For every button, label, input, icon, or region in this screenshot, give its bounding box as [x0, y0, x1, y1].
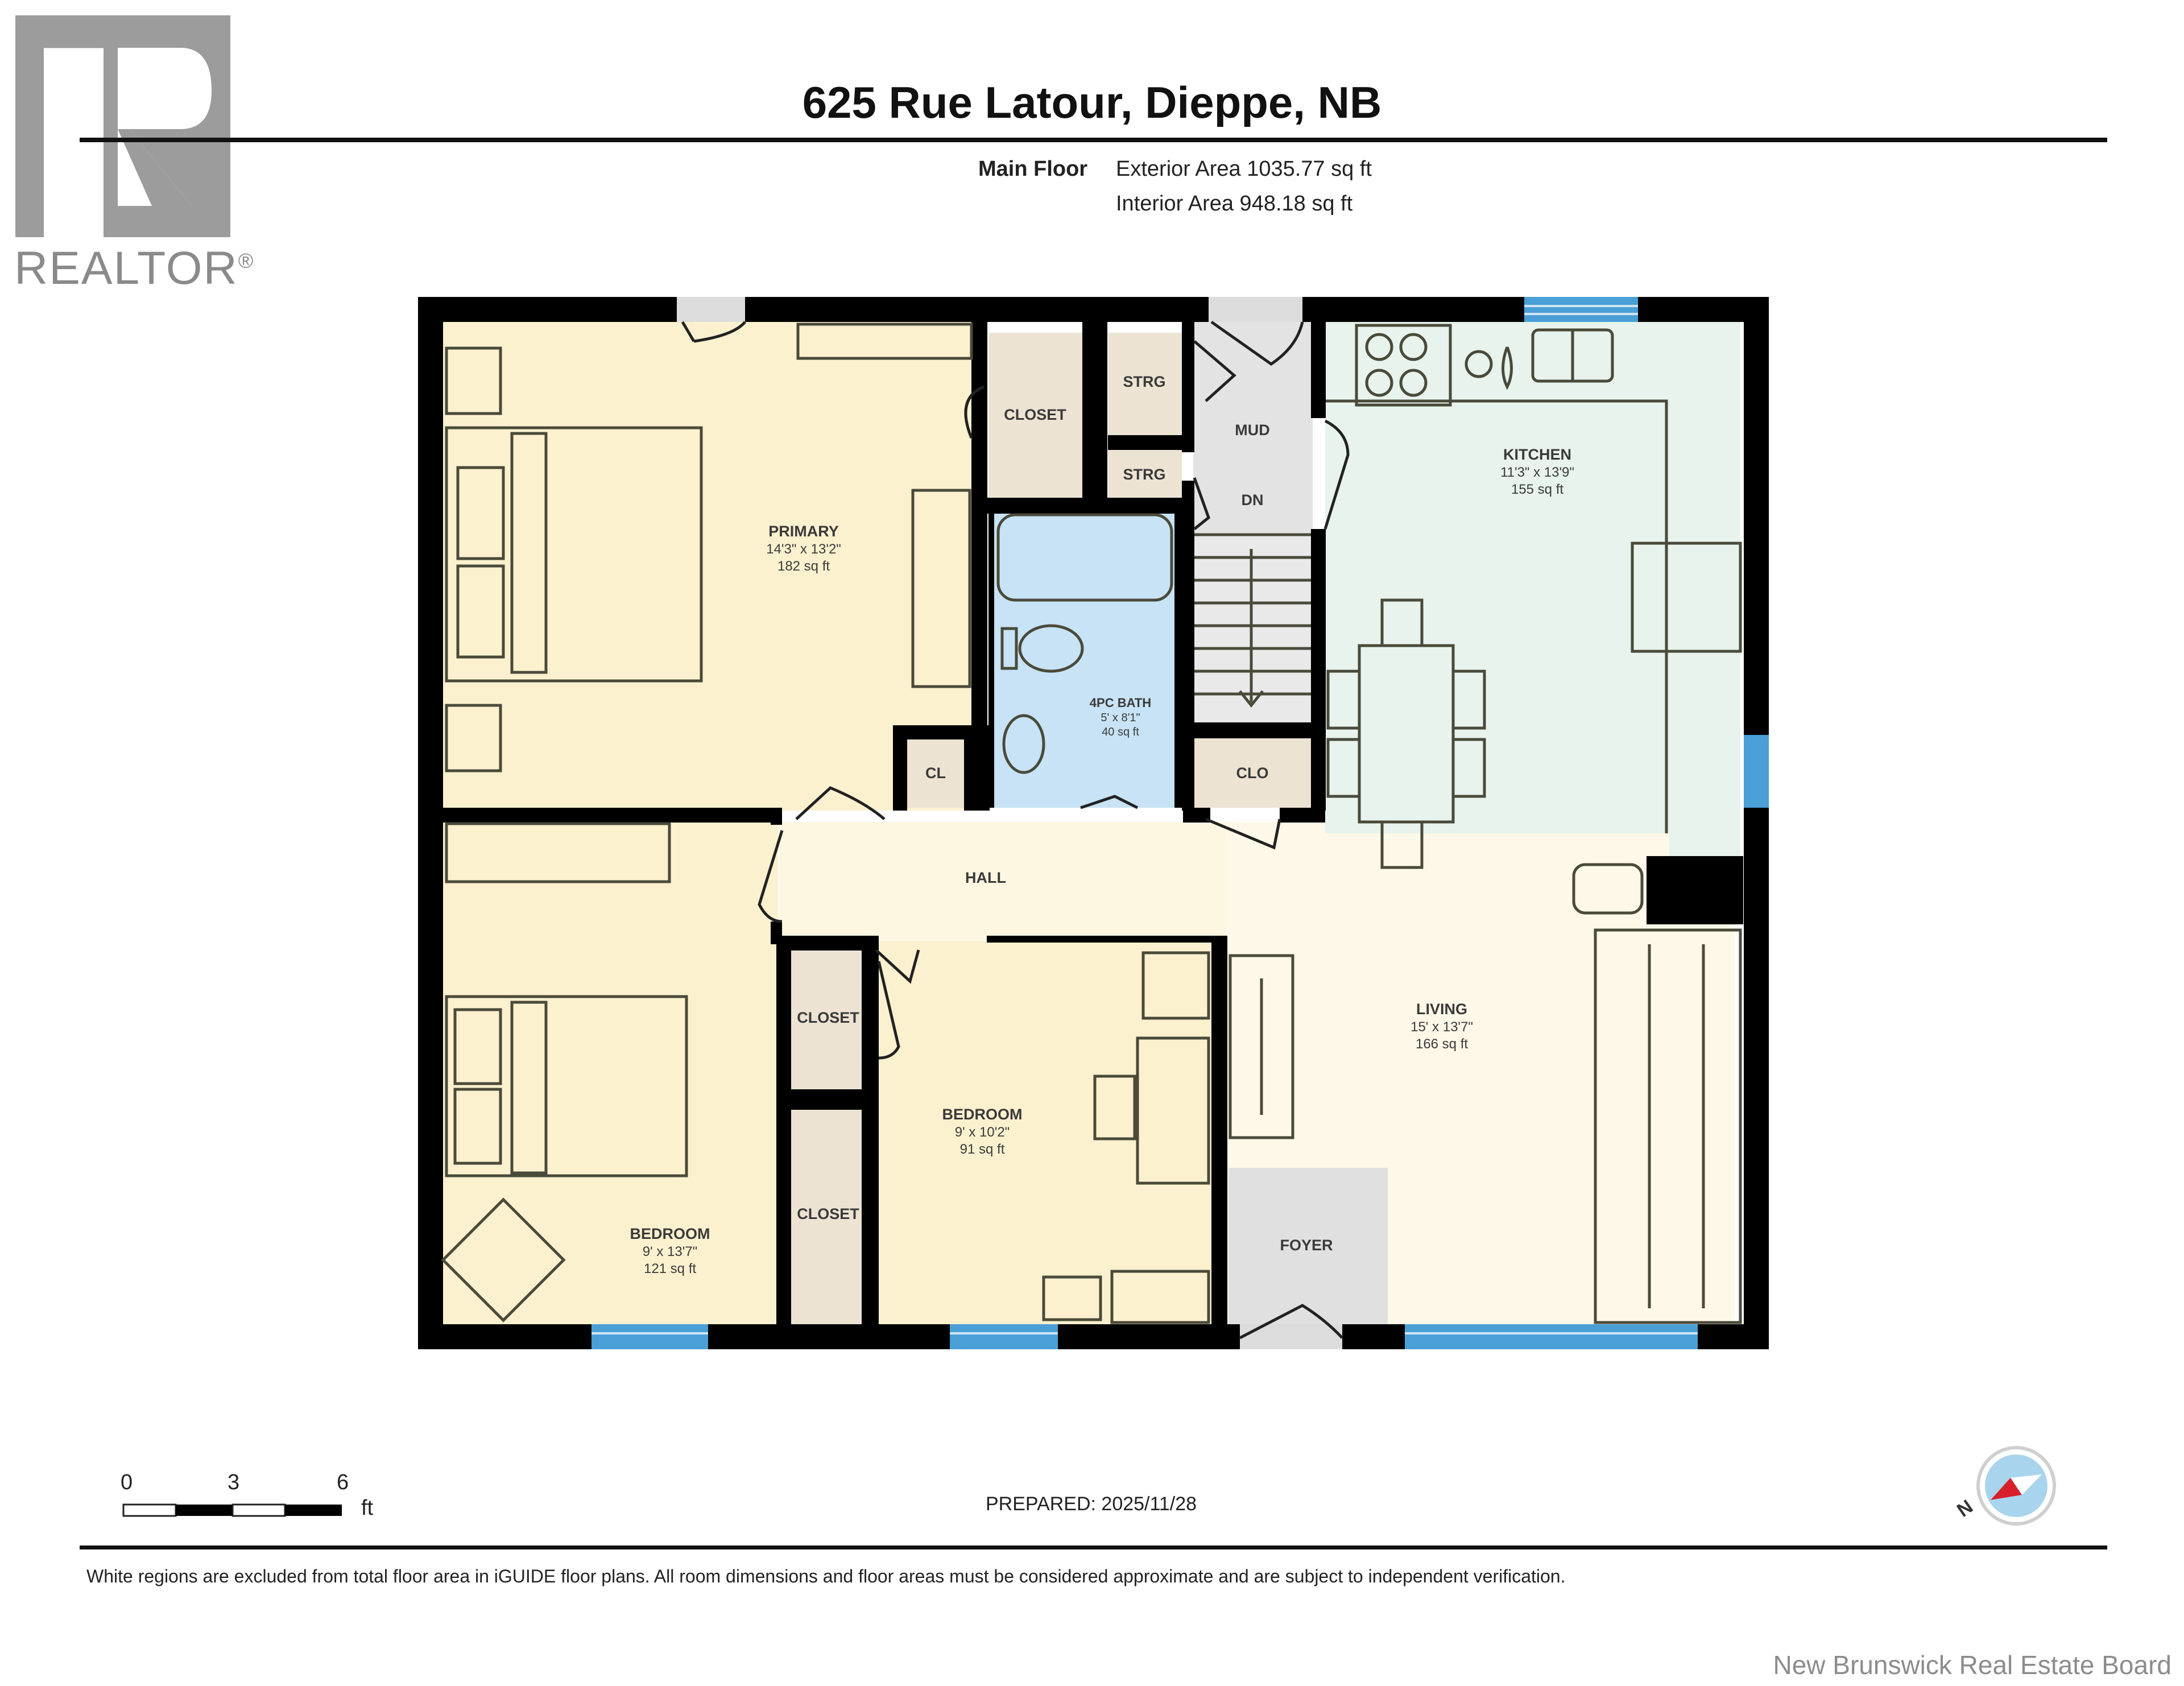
svg-text:182 sq ft: 182 sq ft: [777, 559, 830, 574]
label-closet-upper: CLOSET: [797, 1009, 859, 1026]
scale-tick-0: 0: [121, 1470, 133, 1494]
svg-text:11'3" x 13'9": 11'3" x 13'9": [1500, 465, 1574, 480]
label-bedroom-center: BEDROOM: [942, 1106, 1023, 1123]
scale-bar: [122, 1503, 342, 1517]
label-closet-lower: CLOSET: [797, 1205, 859, 1222]
sofa: [1594, 928, 1742, 1324]
room-fills: [442, 321, 1740, 1325]
room-bedroom-left-fill: [442, 822, 778, 1325]
svg-text:14'3" x 13'2": 14'3" x 13'2": [766, 542, 841, 557]
board-watermark: New Brunswick Real Estate Board: [1773, 1650, 2171, 1680]
svg-text:9' x 13'7": 9' x 13'7": [643, 1244, 697, 1259]
nightstand-center: [1141, 951, 1210, 1020]
svg-text:15' x 13'7": 15' x 13'7": [1410, 1019, 1473, 1035]
nightstand-2: [445, 704, 502, 772]
label-dn: DN: [1242, 491, 1264, 509]
room-strg-top-fill: [1108, 333, 1182, 435]
sink-vanity: [1002, 714, 1045, 774]
dresser-primary: [796, 323, 973, 360]
door-openings: [677, 297, 1342, 1349]
desk-chair: [1093, 1075, 1136, 1140]
room-clo-fill: [1194, 738, 1311, 808]
scale-tick-3: 3: [228, 1470, 240, 1494]
exterior-area: Exterior Area 1035.77 sq ft: [1116, 157, 1372, 181]
label-hall: HALL: [965, 869, 1006, 886]
property-address-title: 625 Rue Latour, Dieppe, NB: [802, 77, 1382, 127]
scale-tick-6: 6: [337, 1470, 349, 1494]
label-kitchen: KITCHEN: [1503, 446, 1571, 463]
svg-text:121 sq ft: 121 sq ft: [644, 1261, 696, 1276]
windows: [592, 297, 1769, 1349]
stairs-fill: [1193, 535, 1313, 722]
label-clo: CLO: [1236, 765, 1269, 782]
label-mud: MUD: [1235, 422, 1270, 439]
realtor-text: REALTOR: [14, 242, 238, 294]
label-bedroom-left: BEDROOM: [630, 1225, 710, 1242]
svg-text:155 sq ft: 155 sq ft: [1511, 482, 1563, 497]
toilet: [1018, 624, 1084, 673]
room-bedroom-center-fill: [879, 941, 1211, 1325]
label-strg-top: STRG: [1123, 373, 1165, 390]
svg-text:91 sq ft: 91 sq ft: [960, 1142, 1005, 1157]
room-primary-fill: [442, 321, 971, 811]
room-cl-fill: [907, 738, 964, 808]
footer-divider: [80, 1546, 2107, 1549]
compass-icon: [1976, 1446, 2056, 1526]
label-cl: CL: [925, 765, 946, 782]
armchair: [441, 1197, 566, 1323]
bathtub: [996, 513, 1173, 602]
bed-primary: [445, 426, 703, 683]
room-closet-lower-fill: [791, 1109, 862, 1325]
refrigerator: [1631, 542, 1742, 653]
desk: [1136, 1036, 1210, 1185]
prepared-date: PREPARED: 2025/11/28: [986, 1493, 1197, 1515]
console-table: [1228, 954, 1294, 1139]
realtor-logo: [15, 15, 230, 242]
realtor-r-icon: [15, 15, 230, 242]
room-foyer-fill: [1228, 1168, 1388, 1325]
wardrobe-primary: [911, 489, 971, 688]
label-foyer: FOYER: [1280, 1237, 1333, 1254]
ottoman: [1572, 863, 1644, 915]
interior-area: Interior Area 948.18 sq ft: [1116, 192, 1353, 216]
bed-left: [445, 995, 688, 1177]
registered-mark: ®: [238, 249, 255, 272]
svg-text:9' x 10'2": 9' x 10'2": [955, 1125, 1010, 1140]
room-bath-fill: [992, 512, 1174, 808]
title-divider: [80, 138, 2107, 142]
realtor-wordmark: REALTOR®: [14, 242, 254, 295]
room-labels: PRIMARY 14'3" x 13'2" 182 sq ft KITCHEN …: [630, 373, 1574, 1276]
door-swings: [681, 320, 1350, 1340]
stove: [1355, 324, 1452, 407]
svg-text:40 sq ft: 40 sq ft: [1102, 726, 1139, 738]
nightstand-1: [445, 346, 502, 415]
walls: [418, 297, 1769, 1349]
label-closet-primary: CLOSET: [1004, 406, 1066, 423]
label-primary: PRIMARY: [768, 523, 839, 540]
bench: [1110, 1270, 1210, 1324]
room-strg-bottom-fill: [1108, 449, 1182, 501]
scale-unit: ft: [361, 1496, 374, 1520]
room-closet-primary-fill: [988, 333, 1082, 498]
room-closet-upper-fill: [791, 950, 862, 1089]
svg-text:5' x 8'1": 5' x 8'1": [1101, 712, 1140, 724]
disclaimer-text: White regions are excluded from total fl…: [86, 1566, 1566, 1586]
label-strg-bottom: STRG: [1123, 466, 1165, 483]
floor-name: Main Floor: [978, 157, 1088, 181]
dresser-left: [445, 822, 671, 883]
svg-text:166 sq ft: 166 sq ft: [1416, 1036, 1468, 1052]
label-bath: 4PC BATH: [1090, 696, 1151, 710]
furniture: [441, 323, 1742, 1324]
small-table: [1042, 1275, 1102, 1321]
label-living: LIVING: [1416, 1001, 1467, 1018]
